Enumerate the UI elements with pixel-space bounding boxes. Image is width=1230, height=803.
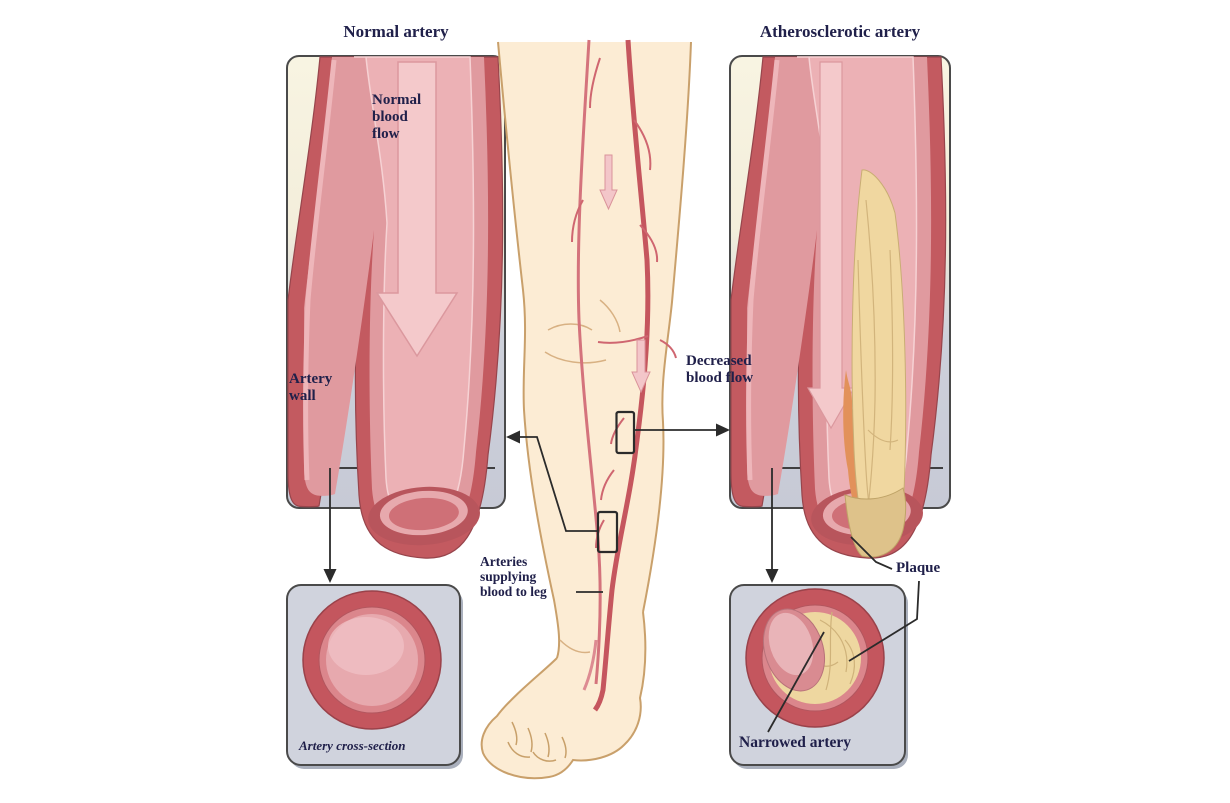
plaque-leader-lower — [848, 580, 920, 662]
magnified-segment-rect-lower — [596, 510, 619, 554]
plaque-texture — [811, 611, 855, 691]
connector-to-normal-panel — [519, 436, 598, 532]
decreased-blood-flow-label: Decreased blood flow — [686, 353, 754, 386]
normal-artery-panel — [286, 55, 506, 559]
atherosclerotic-artery-panel — [729, 55, 951, 559]
narrowed-artery-leader — [767, 631, 825, 733]
artery-cross-section-caption: Artery cross-section — [299, 738, 406, 753]
narrowed-artery-label: Narrowed artery — [739, 734, 852, 751]
plaque-label: Plaque — [896, 560, 941, 576]
leg-illustration — [480, 39, 692, 780]
leg-arteries — [571, 39, 677, 712]
normal-artery-title: Normal artery — [343, 22, 449, 41]
down-arrowhead-right-icon — [765, 569, 779, 583]
knee-flow-arrow-icon — [631, 339, 651, 394]
foot-outline — [480, 611, 647, 780]
callout-lines — [329, 410, 920, 733]
normal-flow-down-arrow-icon — [375, 61, 459, 358]
right-arrowhead-icon — [716, 423, 730, 437]
arrowheads — [323, 423, 779, 583]
branch-lumen-seam — [303, 59, 337, 481]
normal-blood-flow-label: Normal blood flow — [372, 92, 422, 142]
normal-artery-open-end — [368, 486, 480, 546]
thigh-flow-arrow-icon — [599, 154, 618, 211]
decreased-flow-down-arrow-icon — [806, 61, 856, 430]
toes — [507, 721, 567, 762]
arteries-supplying-label: Arteries supplying blood to leg — [480, 554, 547, 600]
plaque-deposit — [843, 169, 907, 558]
atherosclerotic-artery-title: Atherosclerotic artery — [759, 22, 921, 41]
plaque-leader-upper — [850, 536, 893, 570]
left-arrowhead-icon — [506, 430, 520, 444]
artery-wall-label: Artery wall — [289, 371, 333, 404]
normal-cross-section — [286, 584, 463, 769]
down-arrowhead-left-icon — [323, 569, 337, 583]
magnified-segment-rect-upper — [615, 410, 636, 455]
normal-artery-vessel — [287, 56, 504, 559]
